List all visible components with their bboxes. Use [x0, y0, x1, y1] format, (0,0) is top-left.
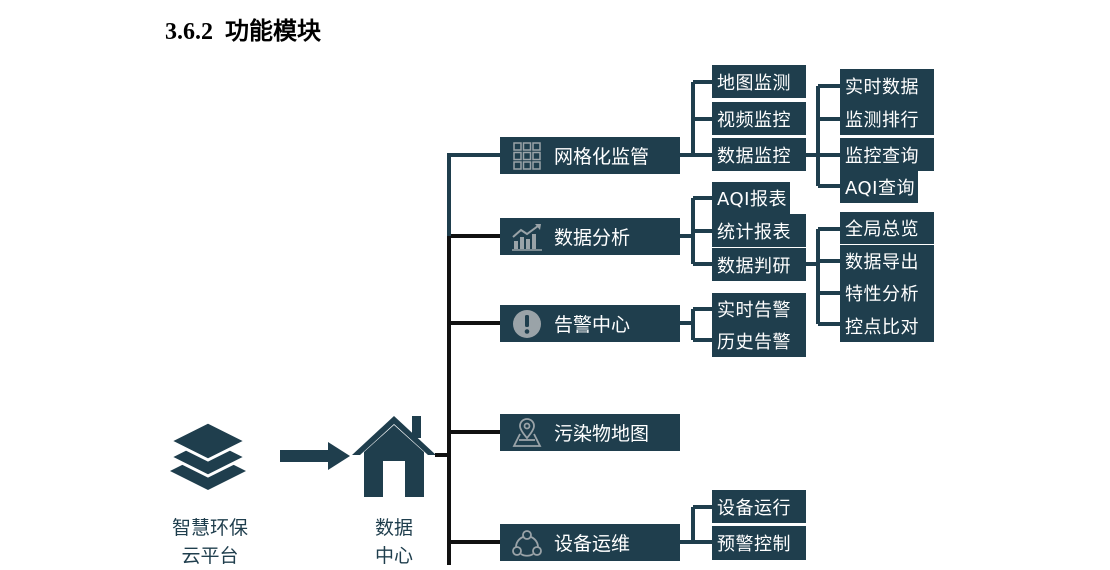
- node-aqi-query[interactable]: AQI查询: [840, 170, 918, 203]
- node-realtime-alert[interactable]: 实时告警: [712, 293, 806, 325]
- hub-caption: 数据 中心: [354, 514, 434, 570]
- section-heading: 3.6.2 功能模块: [165, 11, 321, 46]
- node-label: 监测排行: [845, 109, 919, 131]
- house-icon: [352, 416, 436, 497]
- node-label: 视频监控: [717, 109, 791, 131]
- node-label: 历史告警: [717, 331, 791, 353]
- bar-chart-icon: [510, 220, 544, 254]
- module-label: 网格化监管: [554, 146, 650, 168]
- node-label: 数据导出: [845, 252, 919, 273]
- layers-icon: [166, 420, 250, 490]
- network-icon: [510, 526, 544, 560]
- module-label: 数据分析: [554, 227, 631, 249]
- section-number: 3.6.2: [165, 19, 213, 45]
- node-statistics-report[interactable]: 统计报表: [712, 214, 806, 247]
- hub-caption-line2: 中心: [374, 545, 413, 567]
- node-video-monitoring[interactable]: 视频监控: [712, 102, 806, 135]
- module-label: 污染物地图: [554, 423, 650, 445]
- node-label: AQI查询: [845, 177, 915, 199]
- node-monitor-query[interactable]: 监控查询: [840, 138, 934, 171]
- map-pin-icon: [510, 416, 544, 450]
- node-warning-control[interactable]: 预警控制: [712, 526, 806, 560]
- grid-icon: [510, 139, 544, 173]
- node-label: 全局总览: [845, 219, 919, 240]
- node-data-monitoring[interactable]: 数据监控: [712, 138, 806, 171]
- module-label: 告警中心: [554, 314, 631, 336]
- node-data-export[interactable]: 数据导出: [840, 245, 934, 277]
- module-device-maintenance[interactable]: 设备运维: [500, 524, 680, 561]
- alert-icon: [510, 307, 544, 341]
- node-realtime-data[interactable]: 实时数据: [840, 69, 934, 102]
- node-label: 预警控制: [717, 534, 791, 555]
- root-caption-line2: 云平台: [181, 545, 239, 567]
- node-label: 控点比对: [845, 316, 919, 338]
- node-label: 监控查询: [845, 145, 919, 167]
- node-data-judgement[interactable]: 数据判研: [712, 248, 806, 281]
- node-point-comparison[interactable]: 控点比对: [840, 309, 934, 342]
- node-label: 统计报表: [717, 221, 791, 243]
- node-label: 数据监控: [717, 145, 791, 167]
- section-title: 功能模块: [225, 17, 321, 45]
- node-device-running[interactable]: 设备运行: [712, 490, 806, 523]
- node-aqi-report[interactable]: AQI报表: [712, 182, 790, 214]
- node-label: 实时数据: [845, 76, 919, 98]
- trunk-lines: [435, 234, 500, 565]
- arrow-icon: [280, 442, 350, 470]
- module-data-analysis[interactable]: 数据分析: [500, 218, 680, 255]
- node-label: 数据判研: [717, 255, 791, 277]
- branch-lines: [447, 80, 840, 544]
- node-global-overview[interactable]: 全局总览: [840, 212, 934, 244]
- node-label: 设备运行: [717, 497, 791, 519]
- node-feature-analysis[interactable]: 特性分析: [840, 277, 934, 309]
- node-monitor-ranking[interactable]: 监测排行: [840, 102, 934, 135]
- hub-caption-line1: 数据: [374, 517, 413, 539]
- module-label: 设备运维: [554, 533, 631, 555]
- node-map-monitoring[interactable]: 地图监测: [712, 65, 806, 98]
- module-pollutant-map[interactable]: 污染物地图: [500, 414, 680, 451]
- node-history-alert[interactable]: 历史告警: [712, 324, 806, 357]
- node-label: 特性分析: [845, 284, 919, 305]
- node-label: 实时告警: [717, 300, 791, 321]
- module-grid-supervision[interactable]: 网格化监管: [500, 137, 680, 174]
- node-label: 地图监测: [717, 72, 791, 94]
- root-caption-line1: 智慧环保: [171, 517, 248, 539]
- module-alert-center[interactable]: 告警中心: [500, 305, 680, 342]
- root-caption: 智慧环保 云平台: [160, 514, 260, 570]
- node-label: AQI报表: [717, 189, 787, 210]
